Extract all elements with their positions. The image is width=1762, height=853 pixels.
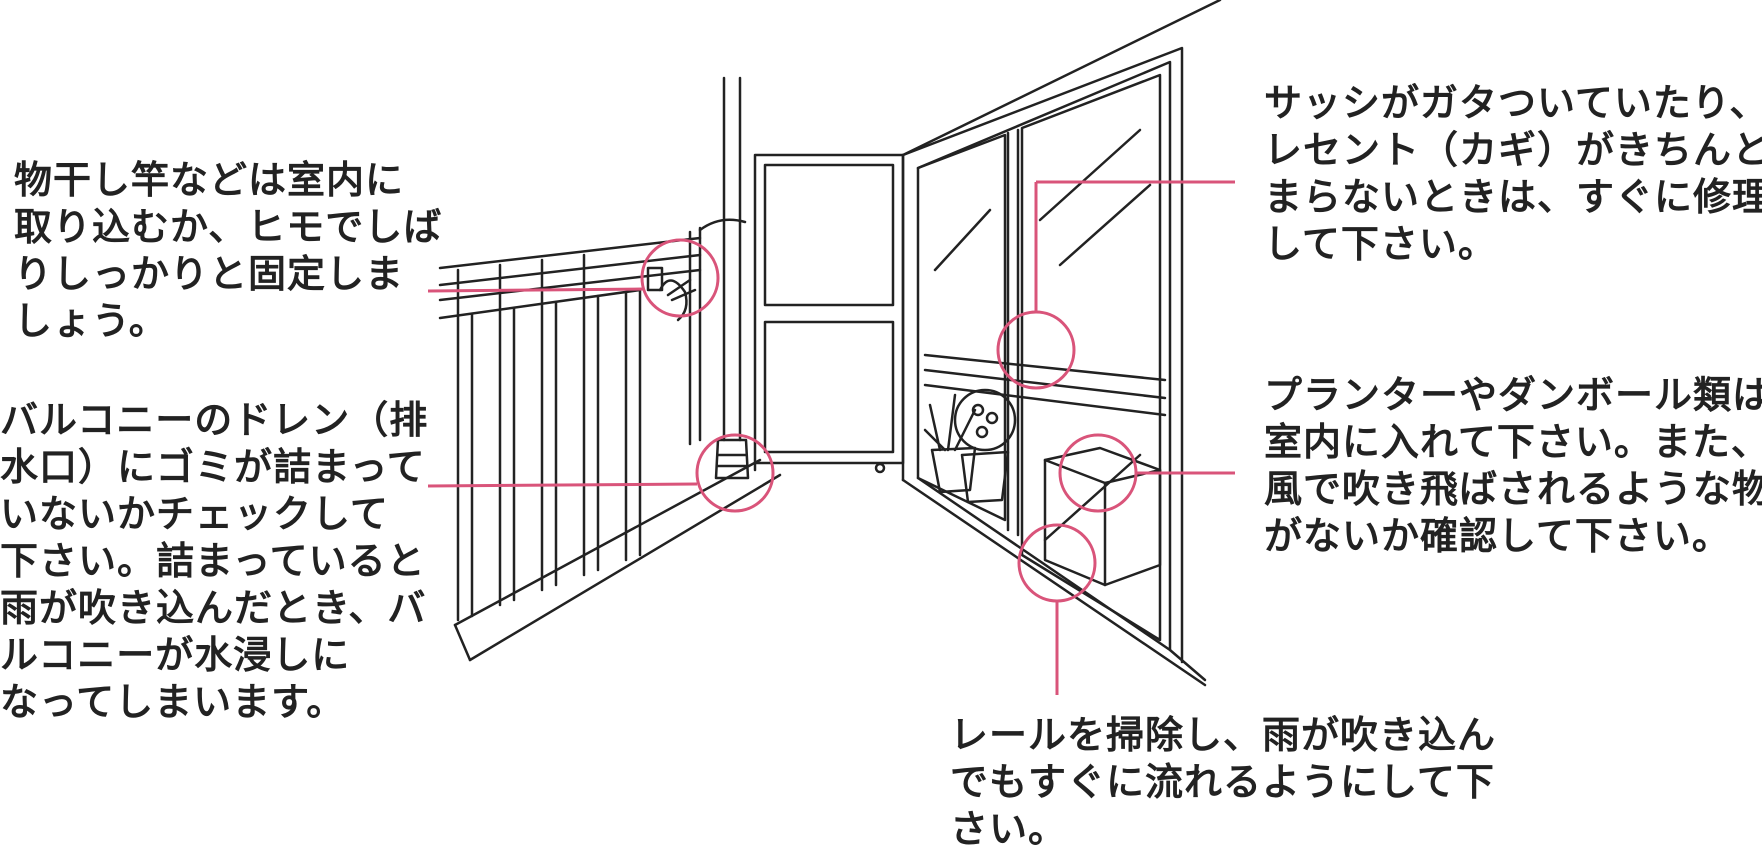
note-planter-line: がないか確認して下さい。 [1264, 514, 1731, 558]
note-rail-line: さい。 [950, 807, 1068, 851]
note-drain-line: なってしまいます。 [0, 680, 346, 724]
callout-circle-rail [1017, 523, 1097, 603]
note-sash-line: して下さい。 [1264, 222, 1497, 266]
drain-pipe [698, 76, 750, 480]
note-planter-line: プランターやダンボール類は [1264, 373, 1762, 417]
callouts [427, 180, 1235, 695]
callout-circle-box [1058, 433, 1138, 513]
potted-plants [923, 388, 1017, 504]
laundry-pole-tie [646, 266, 697, 322]
note-drain-line: 水口）にゴミが詰まって [0, 445, 426, 489]
note-sash-crescent: サッシがガタついていたり、ク レセント（カギ）がきちんと閉 まらないときは、すぐ… [1264, 80, 1762, 268]
sliding-window [901, 0, 1222, 687]
note-drain-line: いないかチェックして [0, 492, 389, 536]
note-planter-line: 室内に入れて下さい。また、 [1264, 420, 1762, 464]
note-planter-line: 風で吹き飛ばされるような物 [1264, 467, 1762, 511]
note-sash-line: サッシがガタついていたり、ク [1264, 81, 1762, 125]
note-drain-line: ルコニーが水浸しに [0, 633, 351, 677]
callout-circle-crescent-lock [996, 310, 1076, 390]
note-rail-line: レールを掃除し、雨が吹き込ん [950, 713, 1497, 757]
note-planter-box: プランターやダンボール類は 室内に入れて下さい。また、 風で吹き飛ばされるような… [1264, 372, 1762, 560]
note-laundry-line: りしっかりと固定しま [14, 252, 405, 296]
balcony-line-art [438, 0, 1222, 687]
note-drain-line: 下さい。詰まっていると [0, 539, 426, 583]
callout-circle-laundry [640, 238, 720, 318]
note-drain: バルコニーのドレン（排 水口）にゴミが詰まって いないかチェックして 下さい。詰… [0, 397, 428, 726]
cardboard-box [1043, 446, 1162, 587]
end-door [753, 153, 905, 474]
note-drain-line: バルコニーのドレン（排 [0, 398, 429, 442]
note-laundry-pole: 物干し竿などは室内に 取り込むか、ヒモでしば りしっかりと固定しま しょう。 [14, 157, 442, 345]
note-rail-cleaning: レールを掃除し、雨が吹き込ん でもすぐに流れるようにして下 さい。 [950, 712, 1496, 853]
leader-line-drain [427, 482, 698, 488]
note-sash-line: まらないときは、すぐに修理 [1264, 175, 1762, 219]
note-laundry-line: 物干し竿などは室内に [14, 158, 405, 202]
note-rail-line: でもすぐに流れるようにして下 [950, 760, 1495, 804]
callout-circle-drain [695, 433, 775, 513]
leader-line-laundry [427, 287, 644, 293]
note-sash-line: レセント（カギ）がきちんと閉 [1264, 128, 1762, 172]
note-laundry-line: しょう。 [14, 299, 168, 343]
balcony-railing [438, 226, 782, 662]
note-laundry-line: 取り込むか、ヒモでしば [14, 205, 443, 249]
note-drain-line: 雨が吹き込んだとき、バ [0, 586, 427, 630]
